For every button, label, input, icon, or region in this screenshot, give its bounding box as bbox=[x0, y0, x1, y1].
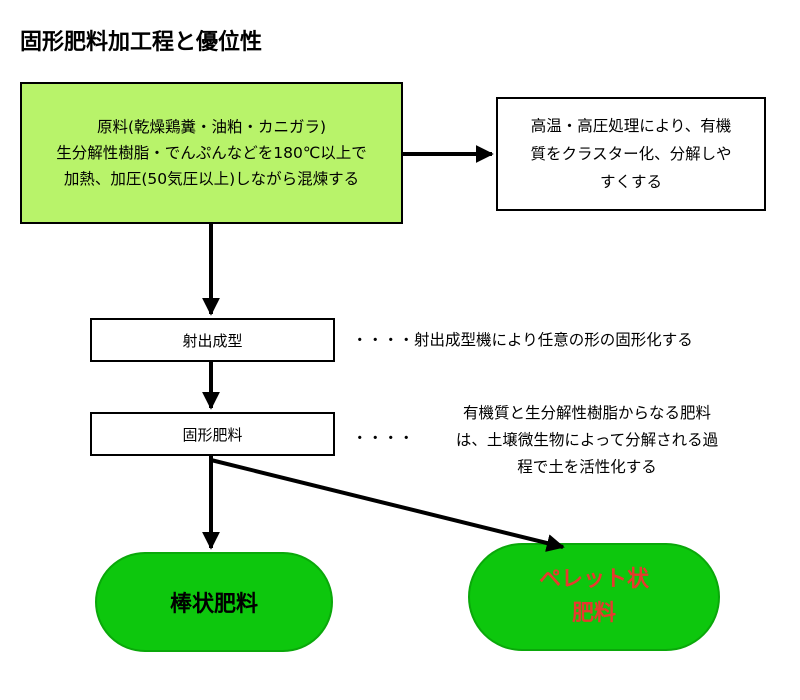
raw-line-3: 加熱、加圧(50気圧以上)しながら混煉する bbox=[63, 170, 360, 188]
arrow-solid-to-pellet bbox=[210, 458, 565, 552]
solid-note-line-2: は、土壌微生物によって分解される過 bbox=[455, 431, 719, 449]
pellet-label-line-1: ペレット状 bbox=[538, 567, 649, 592]
effect-line-2: 質をクラスター化、分解しや bbox=[530, 145, 732, 163]
solid-note-line-1: 有機質と生分解性樹脂からなる肥料 bbox=[462, 404, 711, 422]
effect-line-1: 高温・高圧処理により、有機 bbox=[530, 117, 732, 135]
page-title: 固形肥料加工程と優位性 bbox=[20, 30, 263, 55]
rod-fertilizer-pill: 棒状肥料 bbox=[95, 552, 333, 652]
pellet-label-line-2: 肥料 bbox=[571, 601, 616, 626]
solid-fertilizer-label: 固形肥料 bbox=[182, 425, 243, 444]
injection-molding-label: 射出成型 bbox=[182, 331, 243, 350]
rod-fertilizer-label: 棒状肥料 bbox=[169, 592, 258, 617]
injection-molding-box: 射出成型 bbox=[90, 318, 335, 362]
effect-box: 高温・高圧処理により、有機 質をクラスター化、分解しや すくする bbox=[496, 97, 766, 211]
solid-fertilizer-box: 固形肥料 bbox=[90, 412, 335, 456]
solid-note-line-3: 程で土を活性化する bbox=[517, 458, 657, 476]
solid-fertilizer-note: 有機質と生分解性樹脂からなる肥料 は、土壌微生物によって分解される過 程で土を活… bbox=[412, 400, 762, 481]
solid-note-dots: ・・・・ bbox=[352, 429, 415, 447]
injection-molding-note: ・・・・射出成型機により任意の形の固形化する bbox=[352, 331, 693, 349]
raw-line-2: 生分解性樹脂・でんぷんなどを180℃以上で bbox=[56, 144, 367, 162]
raw-material-process-box: 原料(乾燥鶏糞・油粕・カニガラ) 生分解性樹脂・でんぷんなどを180℃以上で 加… bbox=[20, 82, 403, 224]
pellet-fertilizer-pill: ペレット状 肥料 bbox=[468, 543, 720, 651]
raw-line-1: 原料(乾燥鶏糞・油粕・カニガラ) bbox=[96, 118, 327, 136]
effect-line-3: すくする bbox=[599, 173, 662, 191]
